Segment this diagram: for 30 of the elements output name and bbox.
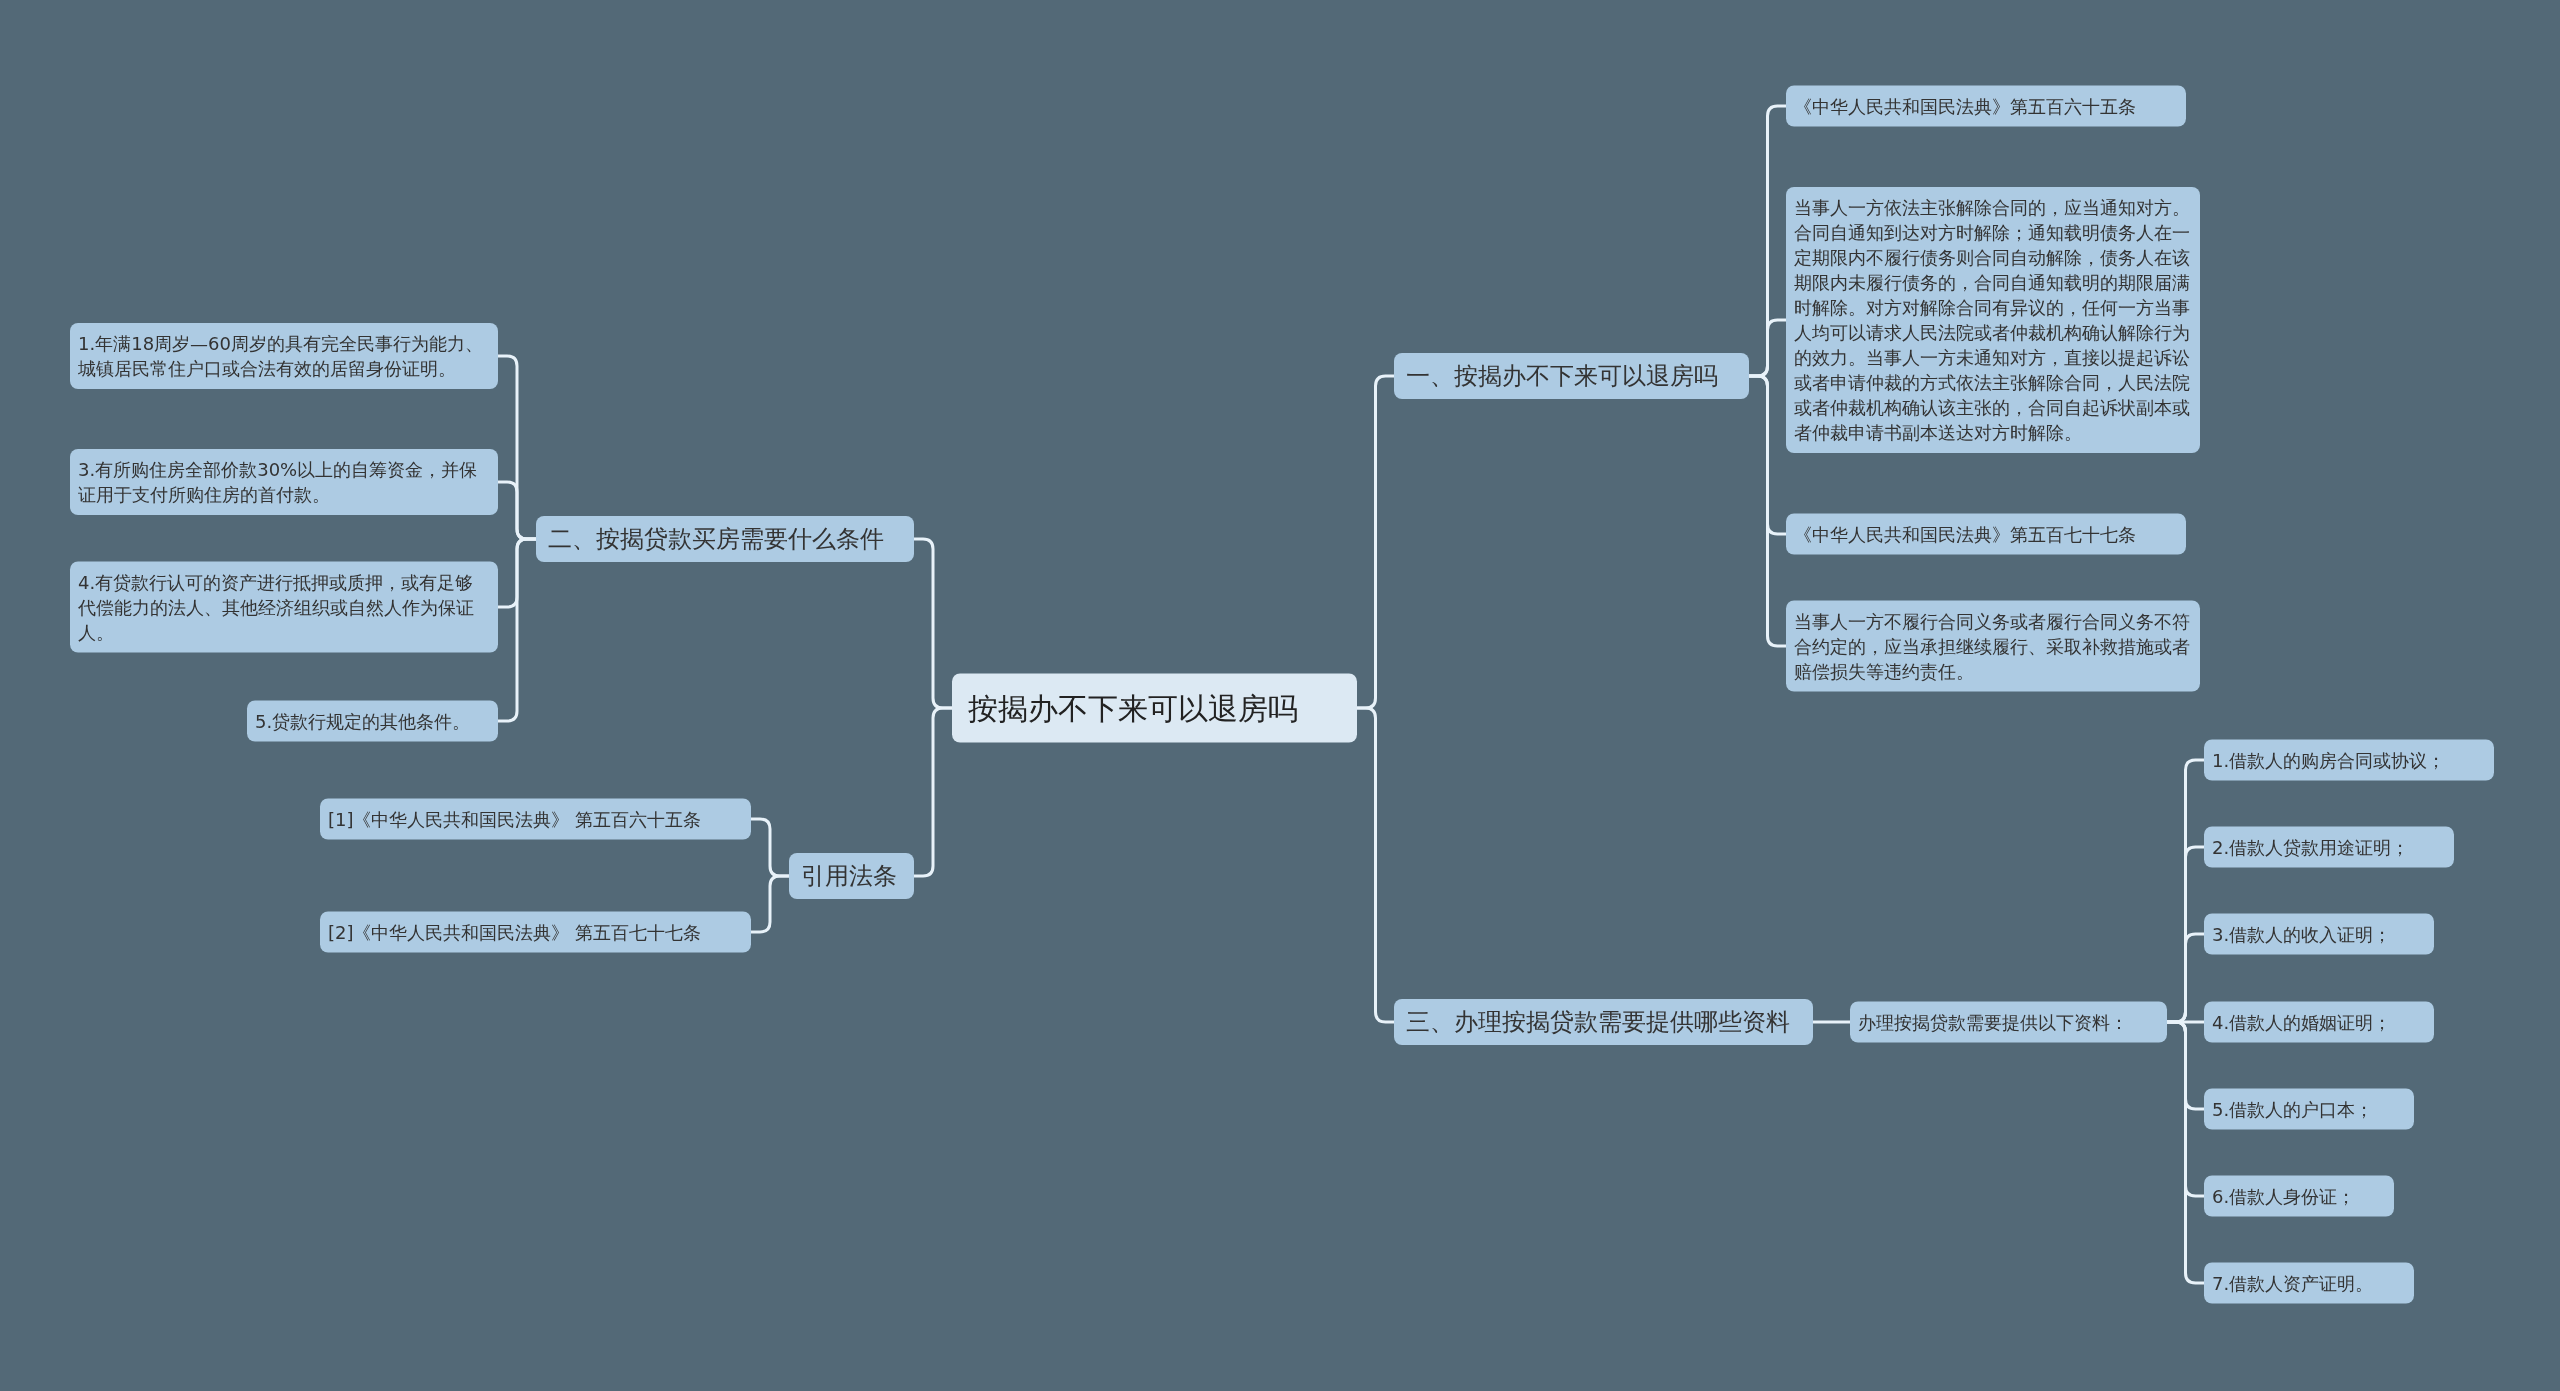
- subtopic-box: 《中华人民共和国民法典》第五百六十五条: [1786, 85, 2186, 127]
- connector-line: [1813, 1020, 1850, 1024]
- topic-box: 三、办理按揭贷款需要提供哪些资料: [1394, 999, 1813, 1045]
- subtopic-box: [1]《中华人民共和国民法典》 第五百六十五条: [320, 798, 751, 840]
- subtopic-box: 当事人一方依法主张解除合同的，应当通知对方。合同自通知到达对方时解除；通知载明债务人在一定期限内不履行债务则合同自动解除，债务人在该期限内未履行债务的，合同自通知载明的期限届满时解除。对方对解除合同有异议的，任何一方当事人均可以请求人民法院或者仲裁机构确认解除行为的效力。当事人一方未通知对方，直接以提起诉讼或者申请仲裁的方式依法主张解除合同，人民法院或者仲裁机构确认该主张的，合同自起诉状副本或者仲裁申请书副本送达对方时解除。: [1786, 187, 2200, 453]
- topic-box: 一、按揭办不下来可以退房吗: [1394, 353, 1749, 399]
- connector-line: [1357, 706, 1394, 1024]
- root-topic: 按揭办不下来可以退房吗: [952, 673, 1357, 743]
- subtopic-box: [2]《中华人民共和国民法典》 第五百七十七条: [320, 911, 751, 953]
- subtopic-box: 5.贷款行规定的其他条件。: [247, 700, 498, 742]
- subtopic-box: 1.借款人的购房合同或协议；: [2204, 739, 2494, 781]
- subtopic-box: 4.有贷款行认可的资产进行抵押或质押，或有足够代偿能力的法人、其他经济组织或自然人作为保证人。: [70, 561, 498, 653]
- subtopic-box: 7.借款人资产证明。: [2204, 1262, 2414, 1304]
- topic-box: 二、按揭贷款买房需要什么条件: [536, 516, 914, 562]
- connector-line: [2167, 1020, 2204, 1285]
- subtopic-box: 3.有所购住房全部价款30%以上的自筹资金，并保证用于支付所购住房的首付款。: [70, 449, 498, 515]
- subtopic-box: 办理按揭贷款需要提供以下资料：: [1850, 1001, 2167, 1043]
- subtopic-box: 《中华人民共和国民法典》第五百七十七条: [1786, 513, 2186, 555]
- subtopic-box: 当事人一方不履行合同义务或者履行合同义务不符合约定的，应当承担继续履行、采取补救措施或者赔偿损失等违约责任。: [1786, 600, 2200, 692]
- subtopic-box: 5.借款人的户口本；: [2204, 1088, 2414, 1130]
- subtopic-box: 6.借款人身份证；: [2204, 1175, 2394, 1217]
- topic-box: 引用法条: [789, 853, 914, 899]
- subtopic-box: 2.借款人贷款用途证明；: [2204, 826, 2454, 868]
- connector-line: [914, 706, 952, 878]
- connector-line: [498, 537, 536, 723]
- subtopic-box: 3.借款人的收入证明；: [2204, 913, 2434, 955]
- subtopic-box: 4.借款人的婚姻证明；: [2204, 1001, 2434, 1043]
- subtopic-box: 1.年满18周岁—60周岁的具有完全民事行为能力、城镇居民常住户口或合法有效的居留身份证明。: [70, 323, 498, 389]
- connector-line: [751, 874, 789, 934]
- connector-line: [1749, 374, 1786, 648]
